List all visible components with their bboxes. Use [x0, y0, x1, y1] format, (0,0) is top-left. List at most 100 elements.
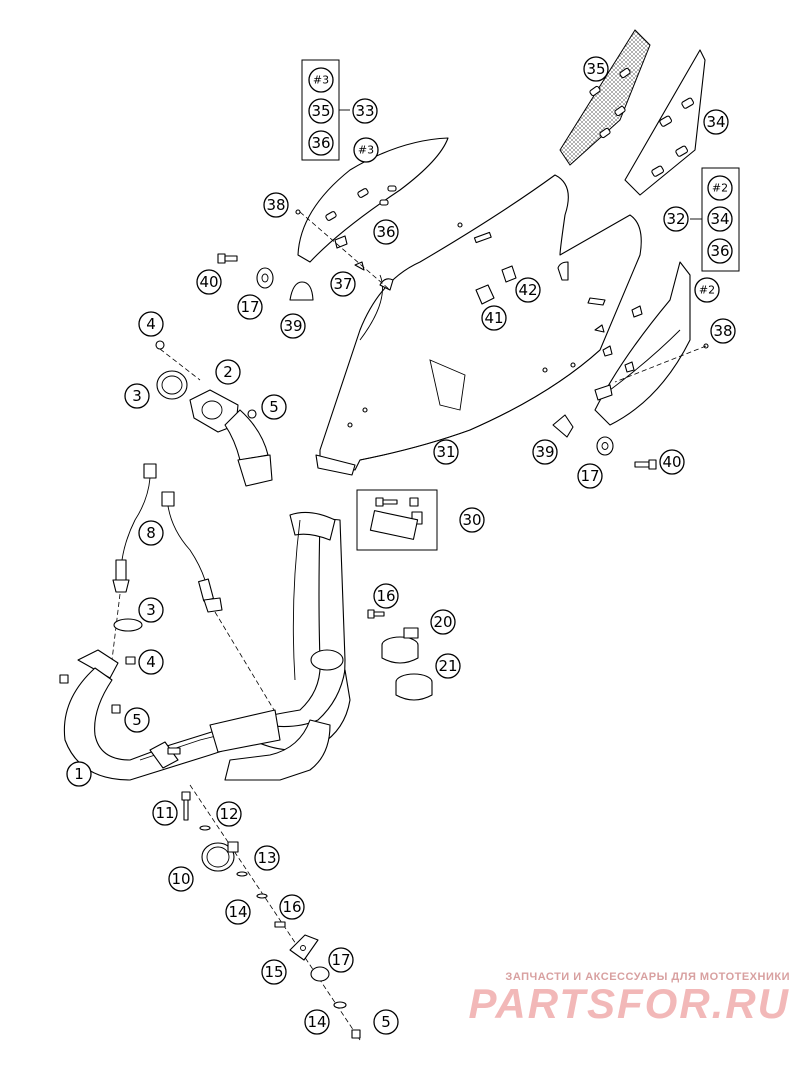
callout-13: 13: [254, 845, 280, 871]
svg-text:17: 17: [240, 298, 259, 316]
svg-text:3: 3: [146, 601, 156, 619]
callout-20: 20: [430, 609, 456, 635]
callout-35a: 35: [583, 56, 609, 82]
svg-text:31: 31: [436, 443, 455, 461]
callout-30: 30: [459, 507, 485, 533]
svg-text:16: 16: [376, 587, 395, 605]
bracket-rubber: [289, 281, 314, 301]
callout-h2b: #2: [694, 277, 720, 303]
grommet-right: [596, 436, 614, 456]
svg-text:38: 38: [713, 322, 732, 340]
svg-text:41: 41: [484, 309, 503, 327]
callout-12: 12: [216, 801, 242, 827]
nut-c: [125, 656, 136, 665]
svg-text:15: 15: [264, 963, 283, 981]
svg-text:34: 34: [706, 113, 725, 131]
callout-37: 37: [330, 271, 356, 297]
svg-text:39: 39: [283, 317, 302, 335]
svg-text:#2: #2: [712, 182, 728, 195]
svg-text:40: 40: [662, 453, 681, 471]
callout-38a: 38: [263, 192, 289, 218]
bracket-rubber-right: [552, 414, 574, 438]
callout-36b: 36: [707, 238, 733, 264]
svg-text:4: 4: [146, 315, 156, 333]
svg-text:5: 5: [132, 711, 142, 729]
callout-38b: 38: [710, 318, 736, 344]
svg-text:42: 42: [518, 281, 537, 299]
svg-text:32: 32: [666, 210, 685, 228]
pipe-clamp: [201, 841, 239, 872]
nut: [155, 340, 165, 350]
svg-text:5: 5: [381, 1013, 391, 1031]
callout-35b: 35: [308, 98, 334, 124]
callout-2: 2: [215, 359, 241, 385]
svg-text:17: 17: [331, 951, 350, 969]
callout-1: 1: [66, 761, 92, 787]
svg-text:#3: #3: [358, 144, 374, 157]
svg-text:33: 33: [355, 102, 374, 120]
heat-shield-mesh: [559, 29, 651, 166]
callout-5c: 5: [373, 1009, 399, 1035]
svg-text:36: 36: [376, 223, 395, 241]
clamp: [381, 627, 419, 664]
callout-40a: 40: [196, 269, 222, 295]
callout-21: 21: [435, 653, 461, 679]
svg-text:36: 36: [311, 134, 330, 152]
callout-39a: 39: [280, 313, 306, 339]
kit-bolt: [375, 497, 398, 507]
callout-17c: 17: [328, 947, 354, 973]
callout-16a: 16: [373, 583, 399, 609]
svg-text:1: 1: [74, 765, 84, 783]
svg-text:35: 35: [586, 60, 605, 78]
watermark: ЗАПЧАСТИ И АКСЕССУАРЫ ДЛЯ МОТОТЕХНИКИ PA…: [469, 971, 790, 1025]
svg-text:14: 14: [307, 1013, 326, 1031]
heat-shield-right: [594, 261, 691, 426]
clamp-bolt: [367, 609, 385, 619]
heat-shield-left: [297, 137, 449, 263]
callout-h3a: #3: [308, 67, 334, 93]
callout-34a: 34: [703, 109, 729, 135]
svg-text:4: 4: [146, 653, 156, 671]
svg-text:37: 37: [333, 275, 352, 293]
callout-10: 10: [168, 866, 194, 892]
gasket: [156, 370, 188, 400]
grommet: [256, 267, 274, 289]
callout-34b: 34: [707, 206, 733, 232]
svg-text:14: 14: [228, 903, 247, 921]
bracket-plate: [289, 934, 319, 961]
watermark-tagline: ЗАПЧАСТИ И АКСЕССУАРЫ ДЛЯ МОТОТЕХНИКИ: [505, 971, 790, 983]
svg-text:11: 11: [155, 804, 174, 822]
callout-32: 32: [663, 206, 689, 232]
header-pipe: [59, 511, 351, 781]
bottom-bolt: [181, 791, 191, 821]
bolt-right: [634, 459, 657, 470]
callouts: #3 35 36 33 #3 35 34 #2 34 36 32 #2 38 3…: [66, 56, 736, 1035]
svg-text:3: 3: [132, 387, 142, 405]
svg-text:#3: #3: [313, 74, 329, 87]
callout-40b: 40: [659, 449, 685, 475]
callout-31: 31: [433, 439, 459, 465]
callout-3b: 3: [138, 597, 164, 623]
silencer-body: [319, 174, 642, 471]
callout-4a: 4: [138, 311, 164, 337]
callout-14b: 14: [304, 1009, 330, 1035]
svg-text:17: 17: [580, 467, 599, 485]
callout-36a: 36: [373, 219, 399, 245]
svg-text:38: 38: [266, 196, 285, 214]
callout-h3b: #3: [353, 137, 379, 163]
callout-42: 42: [515, 277, 541, 303]
callout-h2a: #2: [707, 175, 733, 201]
callout-33: 33: [352, 98, 378, 124]
svg-text:35: 35: [311, 102, 330, 120]
callout-36c: 36: [308, 130, 334, 156]
nut-b: [247, 409, 257, 419]
svg-text:#2: #2: [699, 284, 715, 297]
svg-text:40: 40: [199, 273, 218, 291]
callout-5b: 5: [124, 707, 150, 733]
svg-text:30: 30: [462, 511, 481, 529]
callout-4b: 4: [138, 649, 164, 675]
bolt: [217, 253, 238, 264]
seal-sleeve: [395, 673, 433, 701]
callout-14a: 14: [225, 899, 251, 925]
callout-5a: 5: [261, 394, 287, 420]
